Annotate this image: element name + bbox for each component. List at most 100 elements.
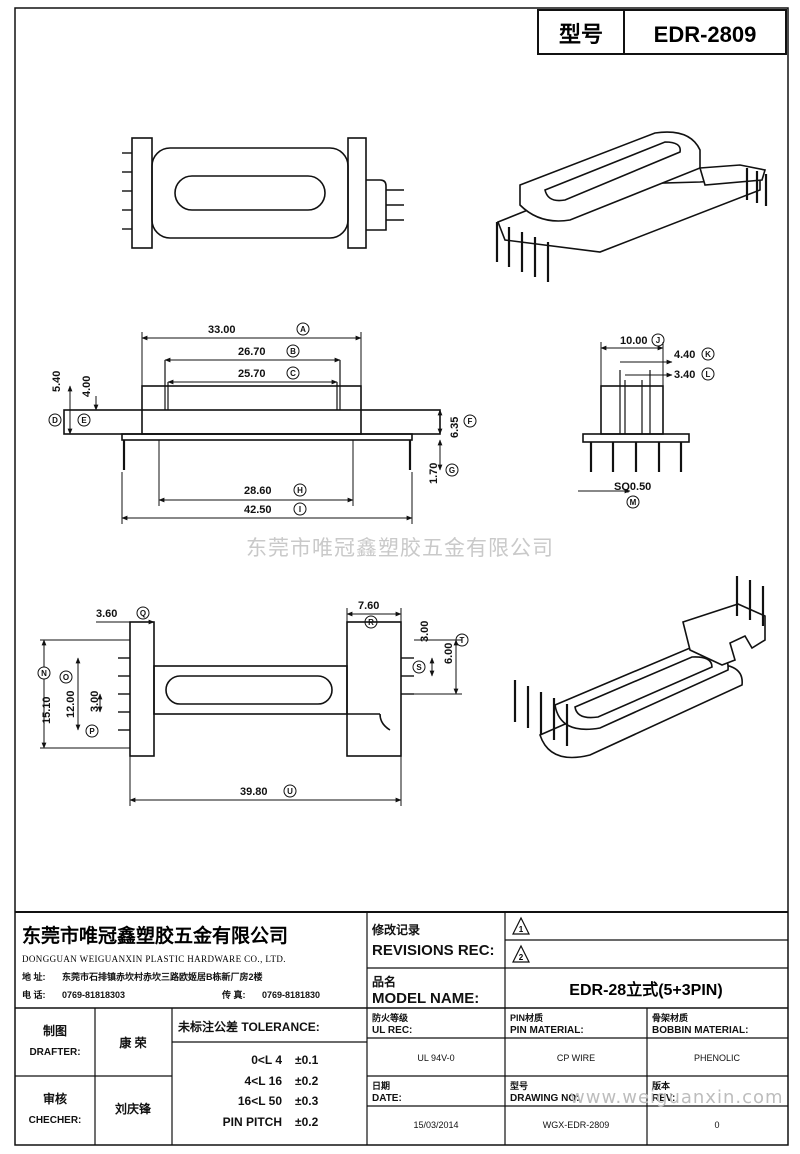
isometric-view-bottom [513, 576, 766, 759]
tolerance-range-2: 4<L 16 [245, 1074, 283, 1088]
pin-material-cn: PIN材质 [510, 1012, 543, 1023]
dim-o-value: 12.00 [65, 690, 77, 718]
header-model-value: EDR-2809 [654, 22, 757, 47]
dim-i-value: 42.50 [244, 504, 272, 516]
header-model-box: 型号 EDR-2809 [537, 9, 787, 55]
drafter-en: DRAFTER: [29, 1047, 80, 1058]
tolerance-value-1: ±0.1 [295, 1053, 319, 1067]
dim-f-value: 6.35 [449, 417, 461, 438]
ul-rec-cn: 防火等级 [372, 1012, 409, 1023]
dim-j-value: 10.00 [620, 335, 648, 347]
date-en: DATE: [372, 1093, 402, 1104]
dim-n-tag: N [41, 669, 47, 678]
dim-t-tag: T [460, 636, 465, 645]
ul-rec-en: UL REC: [372, 1025, 412, 1036]
dim-h-tag: H [297, 486, 303, 495]
checker-name: 刘庆锋 [115, 1101, 152, 1116]
tolerance-range-1: 0<L 4 [251, 1053, 282, 1067]
dim-b-value: 26.70 [238, 346, 266, 358]
pin-material-en: PIN MATERIAL: [510, 1025, 584, 1036]
watermark-company: 东莞市唯冠鑫塑胶五金有限公司 [246, 536, 554, 560]
drawing-no-value: WGX-EDR-2809 [543, 1120, 610, 1130]
dim-r-value: 7.60 [358, 600, 379, 612]
model-name-cn: 品名 [372, 974, 396, 989]
pin-material-value: CP WIRE [557, 1053, 595, 1063]
header-model-label: 型号 [559, 22, 603, 47]
checker-en: CHECHER: [29, 1115, 82, 1126]
address-label: 地 址: [22, 971, 46, 982]
bobbin-material-en: BOBBIN MATERIAL: [652, 1025, 748, 1036]
dim-u-tag: U [287, 787, 293, 796]
rev-value: 0 [714, 1120, 719, 1130]
watermark-url: www.weiguanxin.com [570, 1087, 784, 1108]
dim-l-value: 3.40 [674, 369, 695, 381]
date-cn: 日期 [372, 1080, 390, 1091]
rev-cn: 版本 [651, 1080, 671, 1091]
sheet-border [14, 7, 789, 1146]
dim-e-value: 4.00 [81, 376, 93, 397]
drafter-name: 康 荣 [119, 1035, 147, 1050]
dim-l-tag: L [706, 370, 711, 379]
dim-k-tag: K [705, 350, 711, 359]
revision-triangles [512, 916, 530, 963]
dim-n-value: 15.10 [41, 696, 53, 724]
date-value: 15/03/2014 [413, 1120, 458, 1130]
tolerance-range-4: PIN PITCH [223, 1115, 282, 1129]
tolerance-range-3: 16<L 50 [238, 1094, 282, 1108]
address: 东莞市石排镇赤坎村赤坎三路欧姬居B栋新厂房2楼 [62, 971, 263, 982]
front-view-dimension-lines [67, 332, 443, 524]
tolerance-value-3: ±0.3 [295, 1094, 319, 1108]
drafter-cn: 制图 [43, 1023, 67, 1038]
dim-5-40-value: 5.40 [51, 371, 63, 392]
tolerance-value-2: ±0.2 [295, 1074, 319, 1088]
dim-k-value: 4.40 [674, 349, 695, 361]
phone: 0769-81818303 [62, 990, 125, 1000]
title-block-grid [15, 911, 788, 1145]
dim-s-tag: S [416, 663, 422, 672]
dim-c-tag: C [290, 369, 296, 378]
phone-label: 电 话: [22, 989, 46, 1000]
dim-g-tag: G [449, 466, 455, 475]
dim-h-value: 28.60 [244, 485, 272, 497]
dim-q-value: 3.60 [96, 608, 117, 620]
company-name-cn: 东莞市唯冠鑫塑胶五金有限公司 [22, 924, 288, 947]
drawing-no-en: DRAWING NO: [510, 1093, 579, 1104]
dim-o-tag: O [63, 673, 69, 682]
dim-m-value: SQ0.50 [614, 481, 651, 493]
fax-label: 传 真: [221, 989, 246, 1000]
dim-c-value: 25.70 [238, 368, 266, 380]
tolerance-value-4: ±0.2 [295, 1115, 319, 1129]
dim-b-tag: B [290, 347, 296, 356]
model-name: EDR-28立式(5+3PIN) [569, 980, 722, 999]
dim-m-tag: M [630, 498, 637, 507]
fax: 0769-8181830 [262, 990, 320, 1000]
checker-cn: 审核 [43, 1091, 67, 1106]
dim-a-tag: A [300, 325, 306, 334]
tolerance-title: 未标注公差 TOLERANCE: [177, 1019, 320, 1034]
ul-rec-value: UL 94V-0 [417, 1053, 454, 1063]
dim-f-tag: F [468, 417, 473, 426]
isometric-view-top [495, 131, 768, 282]
dim-j-tag: J [656, 336, 660, 345]
dim-i-tag: I [299, 505, 301, 514]
revision-2: 2 [519, 953, 524, 962]
bobbin-material-cn: 骨架材质 [652, 1012, 688, 1023]
rev-en: REV: [652, 1093, 675, 1104]
drawing-no-cn: 型号 [510, 1080, 528, 1091]
dim-g-value: 1.70 [428, 463, 440, 484]
dim-p-value: 3.00 [89, 691, 101, 712]
side-view [582, 370, 690, 472]
side-view-dimension-lines [578, 342, 673, 494]
top-view [122, 137, 404, 249]
dim-e-tag: E [81, 416, 87, 425]
dim-p-tag: P [89, 727, 95, 736]
dim-q-tag: Q [140, 609, 146, 618]
model-name-en: MODEL NAME: [372, 990, 479, 1007]
revisions-cn: 修改记录 [371, 922, 420, 937]
dim-d-tag: D [52, 416, 58, 425]
dim-t-value: 6.00 [443, 643, 455, 664]
dim-u-value: 39.80 [240, 786, 268, 798]
